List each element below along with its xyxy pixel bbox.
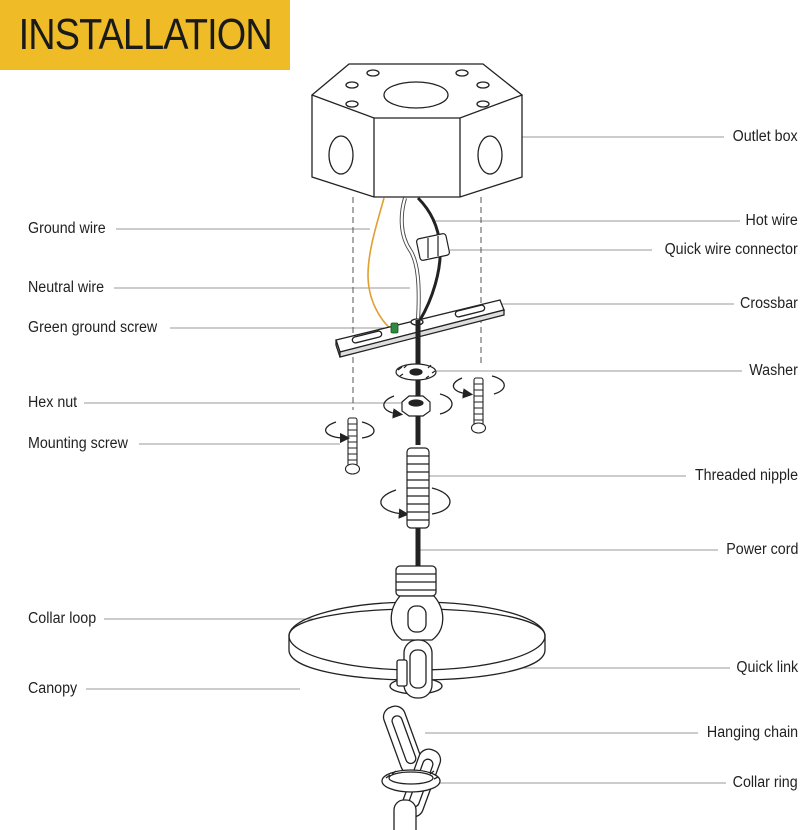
outlet-box: [310, 63, 524, 198]
label-ground-wire: Ground wire: [28, 220, 106, 237]
neutral-wire: [399, 197, 421, 321]
mounting-screw-left: [344, 417, 361, 475]
ground-wire: [367, 197, 393, 331]
hanging-chain: [382, 705, 442, 830]
mounting-screw-right: [470, 377, 487, 434]
washer: [395, 363, 437, 381]
title-banner: INSTALLATION: [0, 0, 290, 70]
collar-ring: [381, 769, 441, 793]
rotation-arrows: [325, 375, 505, 519]
label-hot-wire: Hot wire: [745, 212, 798, 229]
label-collar-ring: Collar ring: [733, 774, 798, 791]
label-threaded-nipple: Threaded nipple: [694, 467, 798, 484]
label-hex-nut: Hex nut: [28, 394, 78, 411]
green-ground-screw: [390, 322, 399, 334]
label-crossbar: Crossbar: [740, 295, 798, 312]
label-green-ground-screw: Green ground screw: [28, 319, 158, 336]
label-collar-loop: Collar loop: [28, 610, 97, 627]
collar-loop: [390, 565, 444, 641]
label-canopy: Canopy: [28, 680, 78, 697]
threaded-nipple: [406, 447, 430, 529]
label-outlet-box: Outlet box: [732, 128, 798, 145]
label-neutral-wire: Neutral wire: [28, 279, 105, 296]
title: INSTALLATION: [18, 10, 272, 59]
label-washer: Washer: [749, 362, 798, 379]
quick-wire-connector: [415, 233, 451, 261]
label-hanging-chain: Hanging chain: [706, 724, 798, 741]
label-quick-wire-connector: Quick wire connector: [664, 241, 798, 258]
label-quick-link: Quick link: [736, 659, 798, 676]
hex-nut: [401, 395, 431, 417]
quick-link: [396, 639, 433, 699]
label-mounting-screw: Mounting screw: [28, 435, 128, 452]
label-power-cord: Power cord: [725, 541, 798, 558]
leader-lines: [84, 136, 742, 784]
